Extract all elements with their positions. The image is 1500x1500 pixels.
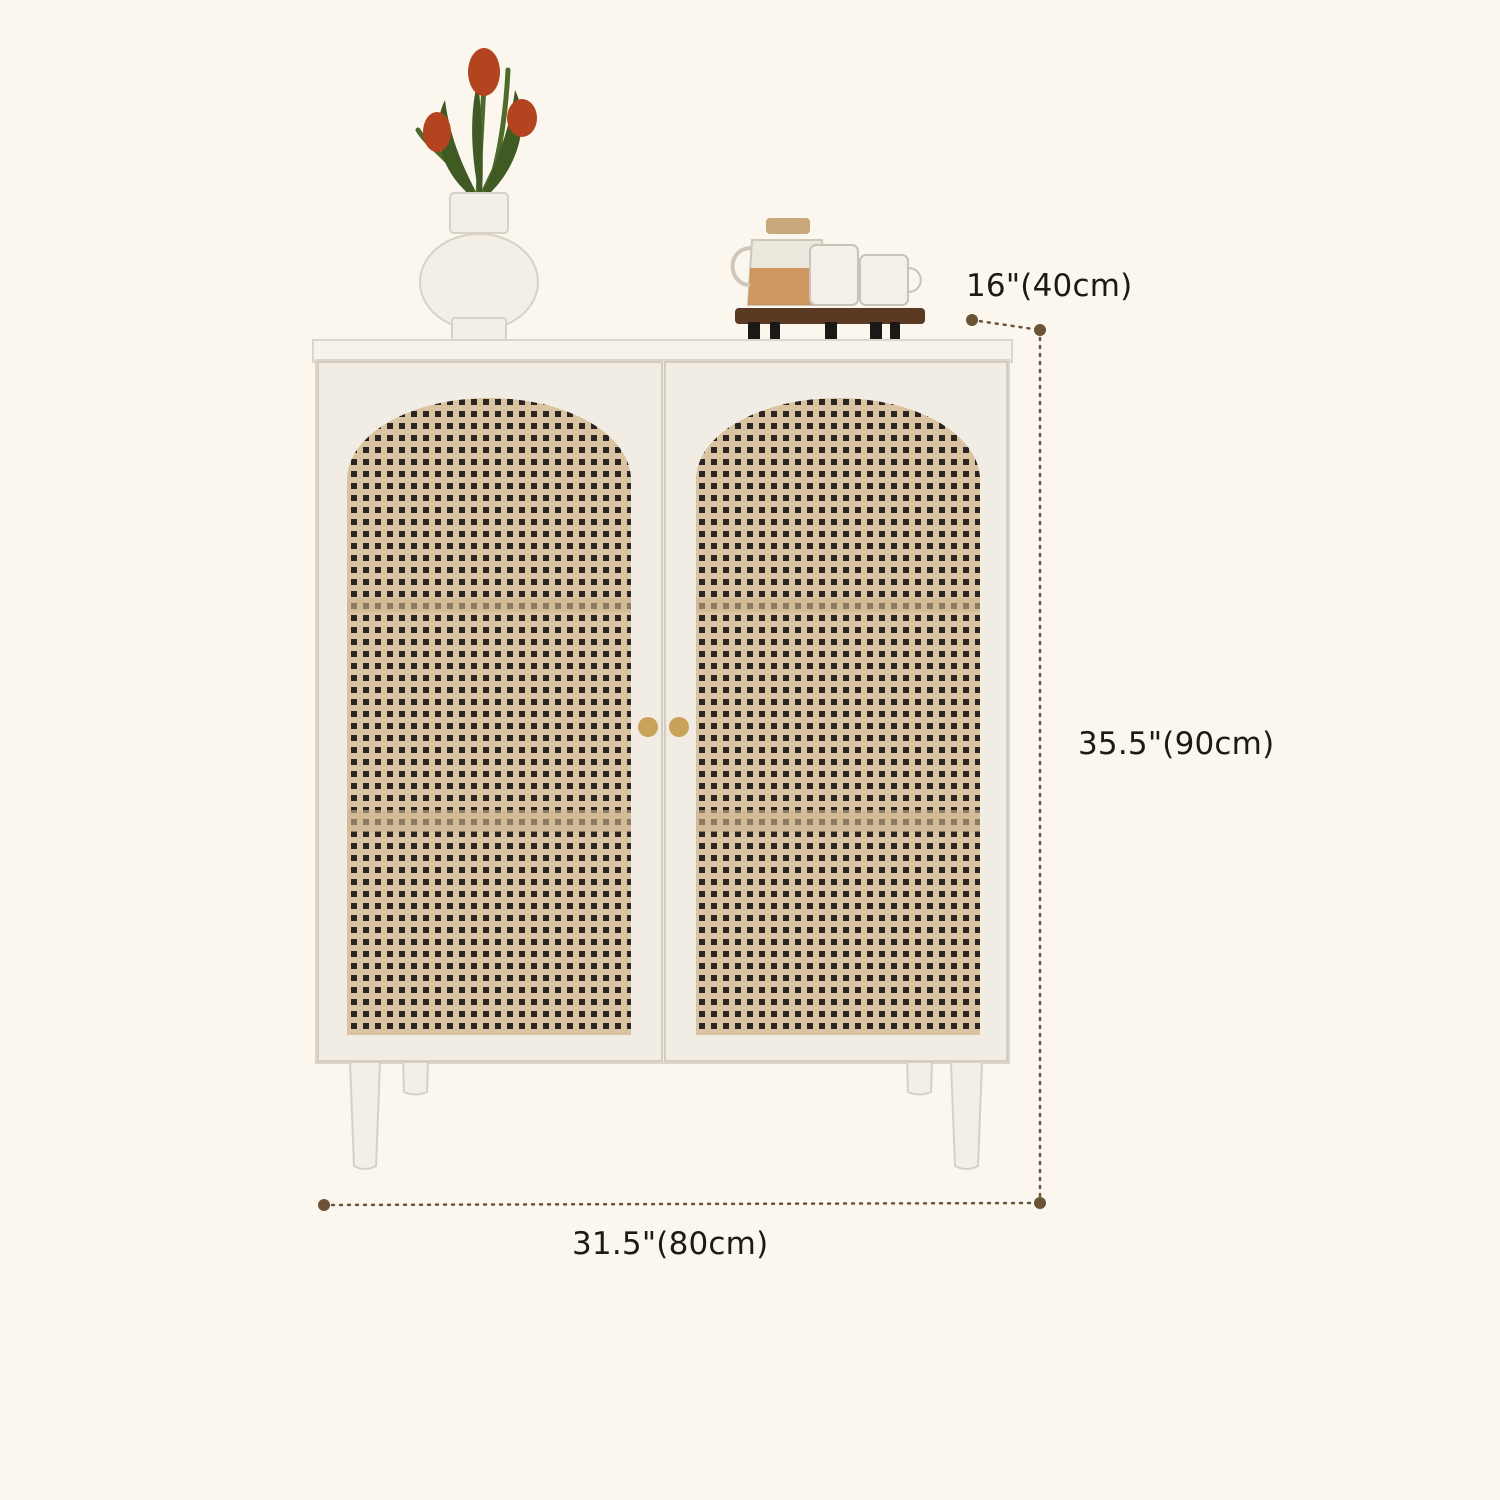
glass-cups: [809, 244, 922, 306]
depth-dimension-line: [970, 318, 1042, 332]
tray-feet: [748, 322, 900, 340]
vase-with-tulips: [415, 48, 539, 341]
left-handle: [638, 717, 658, 737]
right-rattan-panel: [696, 398, 980, 1035]
cabinet-illustration: [312, 339, 1013, 1170]
width-dimension-label: 31.5"(80cm): [572, 1226, 769, 1262]
shelf-shadow: [347, 598, 631, 612]
depth-dimension-label: 16"(40cm): [966, 268, 1133, 304]
tulip-leaves: [438, 80, 522, 195]
right-handle: [669, 717, 689, 737]
dimension-endpoints: [318, 314, 1046, 1211]
left-rattan-panel: [347, 398, 631, 1035]
shelf-shadow: [347, 810, 631, 832]
tea-tray: [730, 218, 925, 340]
shelf-shadow: [696, 810, 980, 832]
cabinet-legs: [348, 1061, 984, 1170]
height-dimension-label: 35.5"(90cm): [1078, 726, 1275, 762]
width-dimension-line: [322, 1201, 1042, 1207]
dimension-lines: [322, 318, 1042, 1207]
vase-icon: [419, 192, 539, 341]
shelf-shadow: [696, 598, 980, 612]
tray: [735, 308, 925, 324]
tulip-icon: [423, 48, 537, 152]
cabinet-top: [312, 339, 1013, 363]
